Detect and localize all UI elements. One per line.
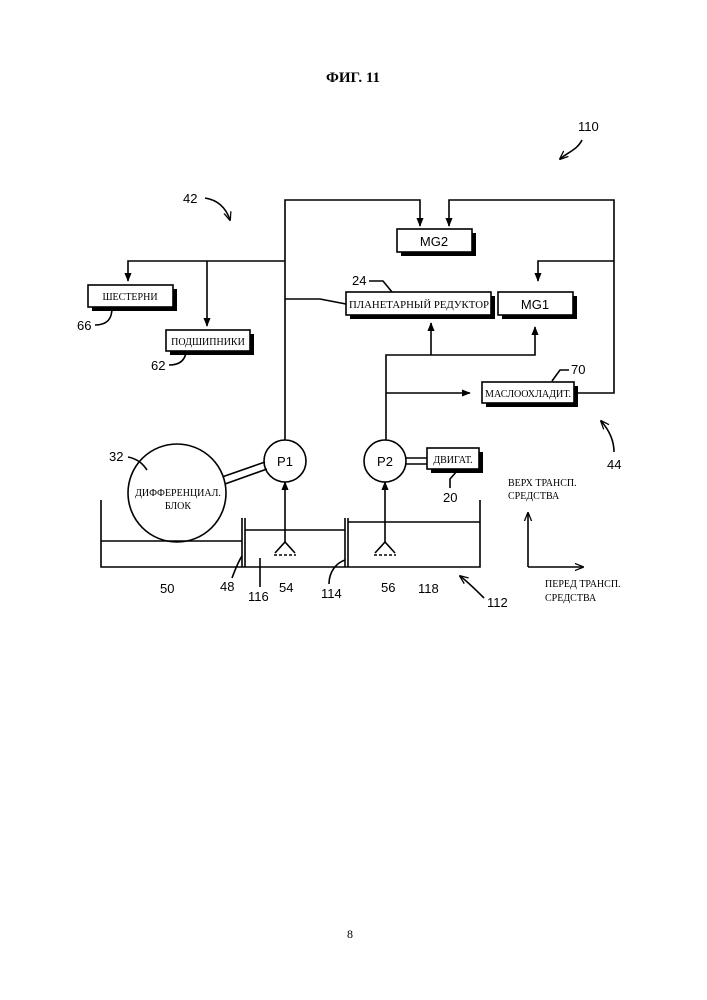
ref-62: 62 (151, 358, 165, 373)
axis-up-label-line2: СРЕДСТВА (508, 491, 560, 502)
ref-50: 50 (160, 581, 174, 596)
pump-p1-label: P1 (277, 454, 293, 469)
vehicle-orientation-axes: ВЕРХ ТРАНСП. СРЕДСТВА ПЕРЕД ТРАНСП. СРЕД… (508, 478, 621, 604)
page-number: 8 (347, 927, 353, 941)
oil-cooler-label: МАСЛООХЛАДИТ. (485, 389, 571, 400)
differential-unit: ДИФФЕРЕНЦИАЛ. БЛОК (128, 444, 226, 542)
planetary-gear-label: ПЛАНЕТАРНЫЙ РЕДУКТОР (349, 299, 489, 311)
axis-front-label-line1: ПЕРЕД ТРАНСП. (545, 579, 621, 590)
differential-label-line1: ДИФФЕРЕНЦИАЛ. (135, 488, 221, 499)
axis-up-label-line1: ВЕРХ ТРАНСП. (508, 478, 577, 489)
ref-118: 118 (418, 581, 439, 596)
engine-drive-shaft (406, 458, 427, 464)
axis-front-label-line2: СРЕДСТВА (545, 593, 597, 604)
ref-32: 32 (109, 449, 123, 464)
gears-box: ШЕСТЕРНИ (88, 285, 177, 311)
ref-114: 114 (321, 586, 342, 601)
planetary-gear-box: ПЛАНЕТАРНЫЙ РЕДУКТОР (346, 292, 495, 319)
ref-44: 44 (607, 457, 621, 472)
ref-54: 54 (279, 580, 293, 595)
gears-label: ШЕСТЕРНИ (102, 292, 157, 303)
pump-p2-label: P2 (377, 454, 393, 469)
ref-116: 116 (248, 589, 269, 604)
engine-label: ДВИГАТ. (433, 455, 472, 466)
bearings-box: ПОДШИПНИКИ (166, 330, 254, 355)
ref-112: 112 (487, 595, 508, 610)
ref-42: 42 (183, 191, 197, 206)
differential-drive-shaft (222, 462, 267, 484)
bearings-label: ПОДШИПНИКИ (171, 337, 245, 348)
strainer-54 (274, 542, 296, 555)
ref-66: 66 (77, 318, 91, 333)
engine-box: ДВИГАТ. (427, 448, 483, 473)
ref-110: 110 (578, 119, 599, 134)
mg2-label: MG2 (420, 234, 448, 249)
ref-70: 70 (571, 362, 585, 377)
ref-56: 56 (381, 580, 395, 595)
mg1-label: MG1 (521, 297, 549, 312)
ref-24: 24 (352, 273, 366, 288)
ref-48: 48 (220, 579, 234, 594)
pump-p2: P2 (364, 440, 406, 482)
mg2-box: MG2 (397, 229, 476, 256)
pump-p1: P1 (264, 440, 306, 482)
oil-cooler-box: МАСЛООХЛАДИТ. (482, 382, 578, 407)
differential-label-line2: БЛОК (165, 501, 191, 512)
strainer-56 (374, 542, 396, 555)
figure-title: ФИГ. 11 (326, 70, 380, 86)
mg1-box: MG1 (498, 292, 577, 319)
ref-20: 20 (443, 490, 457, 505)
